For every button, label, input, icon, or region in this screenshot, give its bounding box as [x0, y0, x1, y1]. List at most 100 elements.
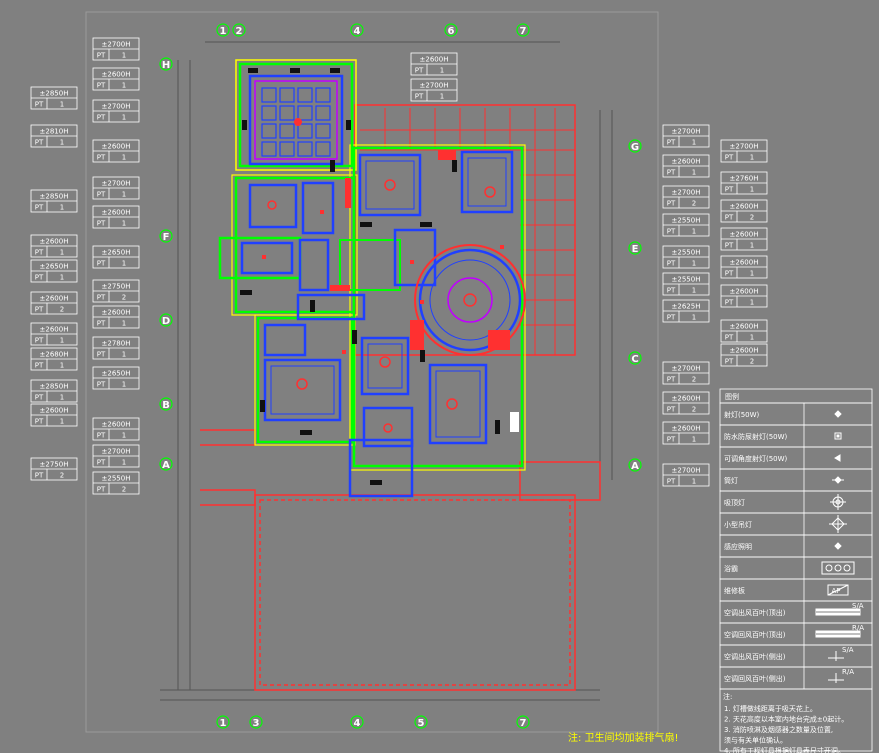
tag-count: 1	[122, 82, 126, 90]
tag-prefix: PT	[97, 432, 106, 440]
tag-prefix: PT	[725, 214, 734, 222]
tag-count: 1	[60, 362, 64, 370]
legend-label: 浴霸	[724, 564, 738, 573]
legend-label: 可调角度射灯(50W)	[724, 454, 788, 463]
tag-prefix: PT	[35, 394, 44, 402]
legend-symbol-icon	[834, 454, 841, 462]
tag-prefix: PT	[667, 314, 676, 322]
legend-row: 空调回风百叶(顶出)R/A	[719, 622, 873, 646]
tag-prefix: PT	[725, 299, 734, 307]
tag-count: 2	[750, 214, 754, 222]
rotunda-ring	[414, 244, 526, 356]
tag-prefix: PT	[97, 154, 106, 162]
legend-label: 吸顶灯	[724, 498, 745, 507]
legend-label: 空调出风百叶(顶出)	[724, 608, 786, 617]
dimension-lines	[160, 41, 613, 701]
tag-count: 1	[440, 93, 444, 101]
tag-count: 1	[692, 314, 696, 322]
tag-height: ±2600H	[730, 323, 759, 331]
tag-prefix: PT	[35, 204, 44, 212]
tag-height: ±2780H	[102, 340, 131, 348]
grid-label: D	[162, 316, 170, 327]
tag-height: ±2550H	[672, 276, 701, 284]
tag-count: 1	[750, 154, 754, 162]
tag-height: ±2810H	[40, 128, 69, 136]
grid-top-2: 2	[232, 23, 246, 37]
tag-height: ±2600H	[672, 425, 701, 433]
tag-prefix: PT	[725, 358, 734, 366]
grid-label: 4	[354, 718, 361, 729]
grid-bottom-3: 3	[249, 715, 263, 729]
tag-height: ±2550H	[672, 217, 701, 225]
tag-prefix: PT	[35, 337, 44, 345]
legend-symbol-icon	[834, 432, 842, 440]
height-tag: ±2550H PT 1	[662, 213, 710, 237]
tag-prefix: PT	[35, 101, 44, 109]
grid-left-B: B	[159, 397, 173, 411]
legend-label: 维修板	[724, 586, 745, 595]
note-line: 4. 所有工程灯具根据灯具表尺寸开洞。	[724, 746, 845, 753]
coffered-ceiling	[261, 87, 331, 157]
tag-height: ±2600H	[40, 407, 69, 415]
tag-count: 1	[692, 139, 696, 147]
tag-count: 1	[440, 67, 444, 75]
tag-count: 1	[122, 320, 126, 328]
tag-height: ±2650H	[102, 370, 131, 378]
airflow-label: R/A	[842, 668, 854, 676]
grid-top-4: 4	[350, 23, 364, 37]
tag-prefix: PT	[725, 242, 734, 250]
legend-label: 空调出风百叶(侧出)	[724, 652, 786, 661]
grid-label: F	[163, 232, 170, 243]
sheet-frame	[85, 11, 659, 733]
tag-prefix: PT	[667, 287, 676, 295]
tag-height: ±2750H	[102, 283, 131, 291]
tag-count: 1	[60, 394, 64, 402]
tag-prefix: PT	[35, 274, 44, 282]
legend-row: 空调出风百叶(顶出)S/A	[719, 600, 873, 624]
grid-label: 5	[418, 718, 425, 729]
tag-count: 1	[692, 228, 696, 236]
tag-count: 1	[122, 381, 126, 389]
legend-label: 空调回风百叶(侧出)	[724, 674, 786, 683]
tag-prefix: PT	[667, 228, 676, 236]
tag-height: ±2600H	[102, 309, 131, 317]
legend-row: 射灯(50W)	[719, 402, 873, 426]
tag-height: ±2600H	[730, 231, 759, 239]
tag-height: ±2600H	[40, 326, 69, 334]
grid-label: 2	[236, 26, 243, 37]
tag-height: ±2550H	[672, 249, 701, 257]
tag-count: 1	[60, 418, 64, 426]
tag-height: ±2850H	[40, 383, 69, 391]
tag-prefix: PT	[725, 154, 734, 162]
tag-prefix: PT	[97, 260, 106, 268]
tag-prefix: PT	[97, 52, 106, 60]
legend-label: 空调回风百叶(顶出)	[724, 630, 786, 639]
legend-table: 图例射灯(50W)防水防尿射灯(50W)可调角度射灯(50W)筒灯吸顶灯小型吊灯…	[719, 388, 873, 753]
tag-count: 1	[122, 154, 126, 162]
grid-label: 7	[520, 26, 527, 37]
tag-count: 1	[692, 260, 696, 268]
legend-label: 感应照明	[724, 542, 752, 551]
tag-height: ±2600H	[730, 347, 759, 355]
footnote: 注: 卫生间均加装排气扇!	[568, 731, 679, 744]
tag-prefix: PT	[725, 186, 734, 194]
grid-label: E	[632, 244, 639, 255]
tag-count: 1	[122, 220, 126, 228]
